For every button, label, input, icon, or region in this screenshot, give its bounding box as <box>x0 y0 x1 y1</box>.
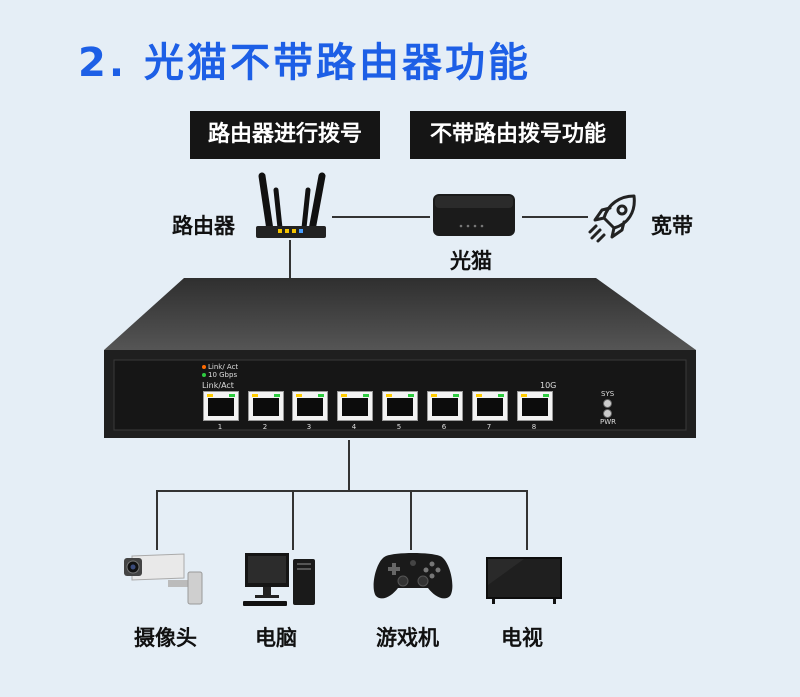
ethernet-port-3 <box>292 391 328 421</box>
legend-10gbps: 10 Gbps <box>208 371 238 379</box>
modem-icon <box>433 194 515 236</box>
game-console-label: 游戏机 <box>376 626 439 650</box>
switch-trunk-line <box>348 440 350 492</box>
port-number: 1 <box>217 423 223 431</box>
ethernet-port-5 <box>382 391 418 421</box>
legend-link-act: Link/ Act <box>208 363 239 371</box>
computer-label: 电脑 <box>255 626 297 650</box>
port-number: 2 <box>262 423 268 431</box>
sys-led <box>603 399 612 408</box>
gamepad-icon <box>373 553 453 599</box>
link-act-label: Link/Act <box>202 381 234 390</box>
router-modem-line <box>332 216 430 218</box>
camera-drop-line <box>156 490 158 550</box>
camera-label: 摄像头 <box>134 626 197 650</box>
ethernet-port-2 <box>248 391 284 421</box>
page-title: 2. 光猫不带路由器功能 <box>78 40 531 86</box>
port-number: 6 <box>441 423 447 431</box>
link-act-legend-led <box>202 365 206 369</box>
sys-label: SYS <box>601 390 615 398</box>
modem-label: 光猫 <box>450 249 492 273</box>
port-number: 5 <box>396 423 402 431</box>
port-number: 4 <box>351 423 357 431</box>
no-routing-tag: 不带路由拨号功能 <box>410 111 626 159</box>
ethernet-port-7 <box>472 391 508 421</box>
router-dialing-tag: 路由器进行拨号 <box>190 111 380 159</box>
speed-legend-led <box>202 373 206 377</box>
pwr-label: PWR <box>600 418 617 426</box>
computer-icon <box>243 553 315 606</box>
10g-label: 10G <box>540 381 557 390</box>
pwr-led <box>603 409 612 418</box>
modem-broadband-line <box>522 216 588 218</box>
router-switch-line <box>289 240 291 282</box>
router-icon <box>256 172 326 238</box>
computer-drop-line <box>292 490 294 550</box>
ethernet-port-4 <box>337 391 373 421</box>
rocket-icon <box>588 194 636 243</box>
camera-icon <box>124 553 203 605</box>
port-number: 8 <box>531 423 537 431</box>
tv-drop-line <box>526 490 528 550</box>
tv-icon <box>486 557 562 604</box>
ethernet-port-8 <box>517 391 553 421</box>
ethernet-port-1 <box>203 391 239 421</box>
port-number: 3 <box>306 423 312 431</box>
router-label: 路由器 <box>172 214 235 238</box>
ethernet-port-6 <box>427 391 463 421</box>
port-number: 7 <box>486 423 492 431</box>
game-drop-line <box>410 490 412 550</box>
distribution-line <box>156 490 528 492</box>
tv-label: 电视 <box>501 626 543 650</box>
broadband-label: 宽带 <box>651 214 693 238</box>
